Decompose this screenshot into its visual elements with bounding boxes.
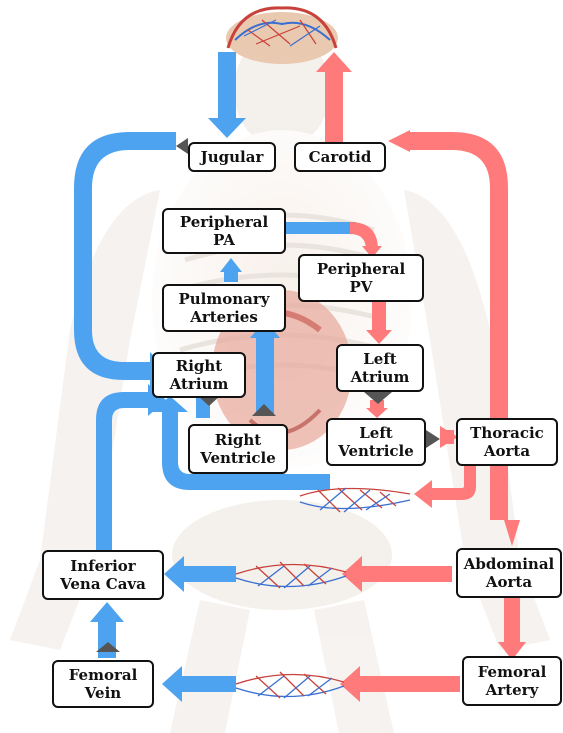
valve-left-ventricle xyxy=(426,430,440,448)
node-left-atrium: Left Atrium xyxy=(336,344,424,392)
node-inferior-vena-cava: Inferior Vena Cava xyxy=(42,550,164,600)
arrow-down-to-jugular xyxy=(208,118,246,138)
node-left-ventricle: Left Ventricle xyxy=(326,418,426,466)
node-femoral-artery: Femoral Artery xyxy=(462,656,562,706)
brain-capillary-bed xyxy=(226,8,338,64)
node-femoral-vein: Femoral Vein xyxy=(52,660,154,708)
valve-jugular xyxy=(176,138,188,154)
node-abdominal-aorta: Abdominal Aorta xyxy=(456,548,562,598)
node-right-ventricle: Right Ventricle xyxy=(188,424,288,474)
node-thoracic-aorta: Thoracic Aorta xyxy=(456,418,558,466)
node-carotid: Carotid xyxy=(294,142,386,172)
node-peripheral-pv: Peripheral PV xyxy=(298,254,424,302)
arrow-to-carotid xyxy=(388,130,410,152)
node-peripheral-pa: Peripheral PA xyxy=(162,208,286,254)
node-jugular: Jugular xyxy=(188,142,276,172)
node-right-atrium: Right Atrium xyxy=(152,352,246,398)
node-pulmonary-arteries: Pulmonary Arteries xyxy=(162,284,286,332)
